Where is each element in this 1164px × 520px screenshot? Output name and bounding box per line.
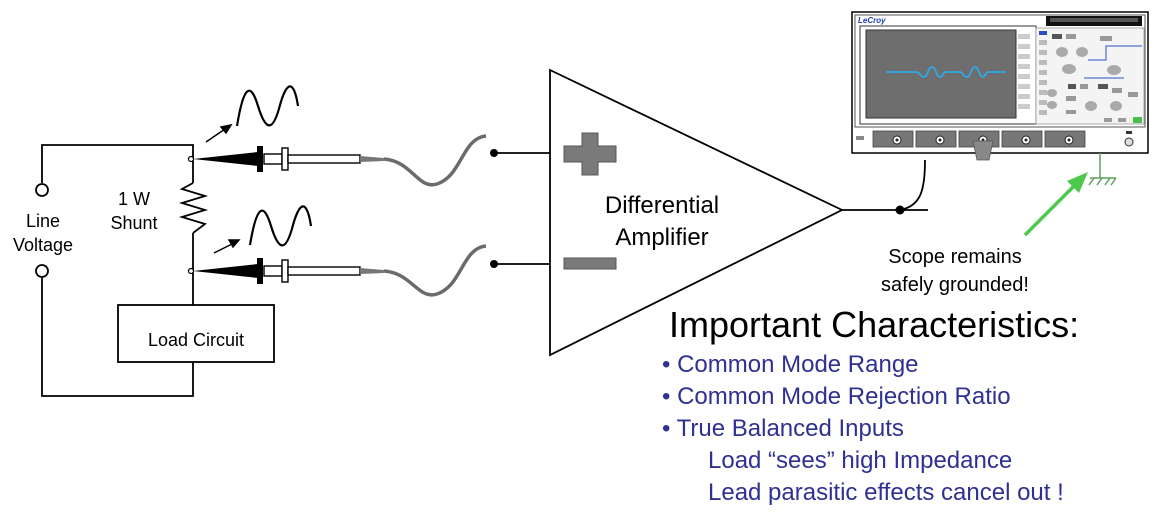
amplifier-triangle xyxy=(549,68,845,357)
amplifier-label-line1: Differential xyxy=(604,192,720,219)
shunt-label-line2: Shunt xyxy=(110,213,158,233)
scope-brand-logo: LeCroy xyxy=(858,16,886,25)
ground-arrow xyxy=(1023,172,1088,237)
shunt-label-line1: 1 W xyxy=(117,189,150,209)
probe-contact-top xyxy=(187,155,195,163)
plus-sign-shape xyxy=(563,132,617,176)
oscilloscope xyxy=(851,11,1149,161)
line-voltage-label: Line Voltage xyxy=(2,209,84,257)
minus-sign-shape xyxy=(563,257,617,270)
shunt-resistor xyxy=(178,182,209,234)
bullet-common-mode-range: • Common Mode Range xyxy=(662,351,919,378)
scope-trace xyxy=(886,66,1006,78)
amplifier-label-line2: Amplifier xyxy=(615,224,709,251)
amp-input-node-plus xyxy=(490,149,498,157)
load-circuit-label: Load Circuit xyxy=(147,330,245,350)
characteristics-heading: Important Characteristics: xyxy=(669,304,1080,345)
sub-item-high-impedance: Load “sees” high Impedance xyxy=(708,447,1013,474)
probe-bottom xyxy=(193,258,384,284)
bullet-balanced-inputs: • True Balanced Inputs xyxy=(662,415,904,442)
scope-grounded-note: Scope remains safely grounded! xyxy=(852,243,1058,299)
arrow-bottom xyxy=(213,239,241,254)
probe-cable-bottom xyxy=(383,244,487,297)
scope-input-cable xyxy=(899,159,926,211)
scope-note-line1: Scope remains xyxy=(888,246,1022,268)
scope-note-line2: safely grounded! xyxy=(881,274,1029,296)
ground-symbol xyxy=(1088,153,1117,186)
amplifier-label: Differential Amplifier xyxy=(580,190,744,254)
minus-symbol: − xyxy=(585,262,586,263)
line-voltage-terminal-top xyxy=(35,183,49,197)
probe-cable-top xyxy=(383,134,487,187)
probe-top xyxy=(193,146,384,172)
line-voltage-label-line2: Voltage xyxy=(12,235,74,255)
load-circuit-box xyxy=(117,304,275,363)
shunt-label: 1 W Shunt xyxy=(98,187,170,235)
plus-symbol: + xyxy=(585,138,586,139)
line-voltage-label-line1: Line xyxy=(25,211,61,231)
probe-contact-bottom xyxy=(187,267,195,275)
sub-item-parasitic-cancel: Lead parasitic effects cancel out ! xyxy=(708,479,1064,506)
sine-wave-top xyxy=(235,85,300,127)
line-voltage-terminal-bottom xyxy=(35,264,49,278)
bullet-cmrr: • Common Mode Rejection Ratio xyxy=(662,383,1011,410)
arrow-top xyxy=(205,123,233,143)
scope-screen xyxy=(865,29,1017,119)
sine-wave-bottom xyxy=(248,205,313,247)
amp-input-node-minus xyxy=(490,260,498,268)
